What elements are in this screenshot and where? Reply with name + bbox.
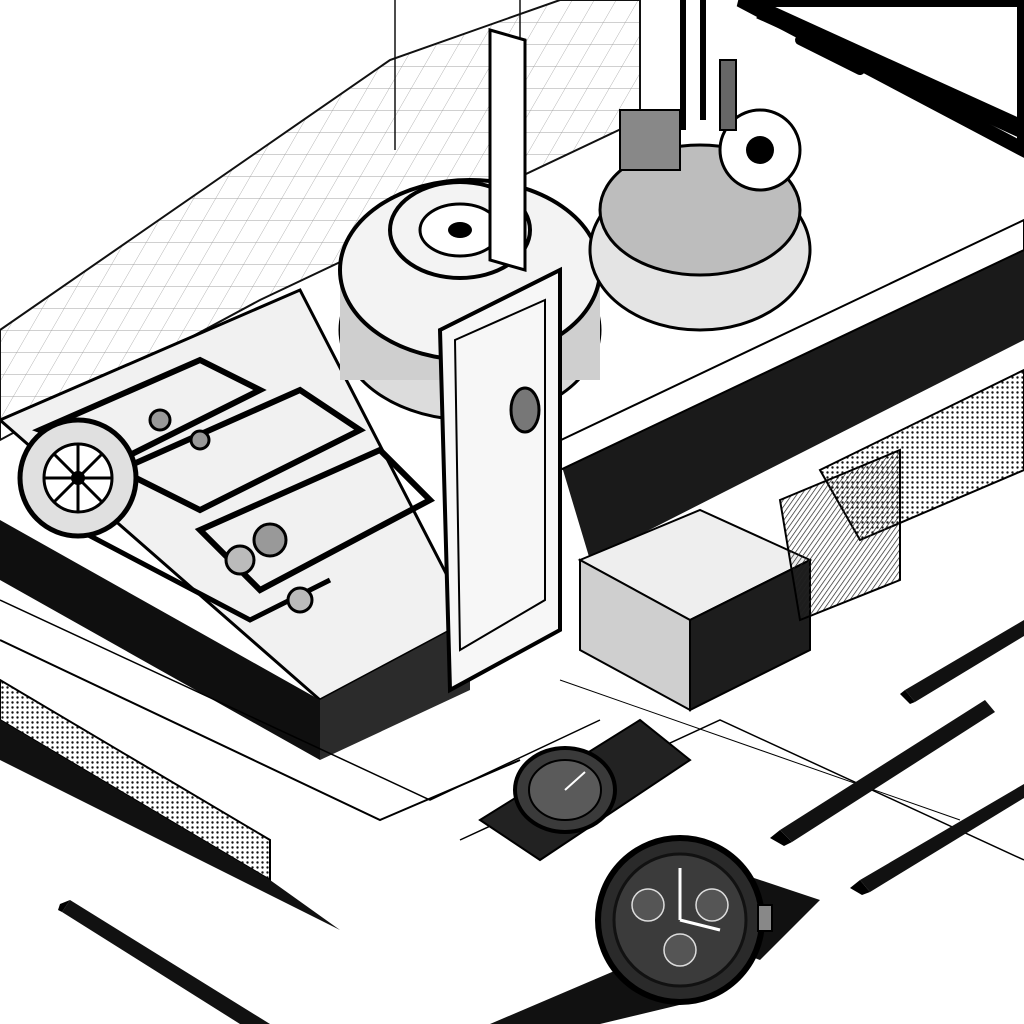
mechanical-circuit-plate: [0, 288, 473, 760]
wristwatch-small: [478, 718, 692, 862]
vertical-frame-pillar: [437, 28, 562, 694]
chronograph-wristwatch: [490, 835, 820, 1024]
dotted-ruler: [0, 678, 340, 930]
slab-platform: [538, 218, 1024, 560]
gear-icon: [17, 417, 139, 539]
pencil: [58, 620, 1024, 1024]
tablet-frame: [736, 0, 1024, 158]
rectangular-block: [577, 448, 901, 712]
